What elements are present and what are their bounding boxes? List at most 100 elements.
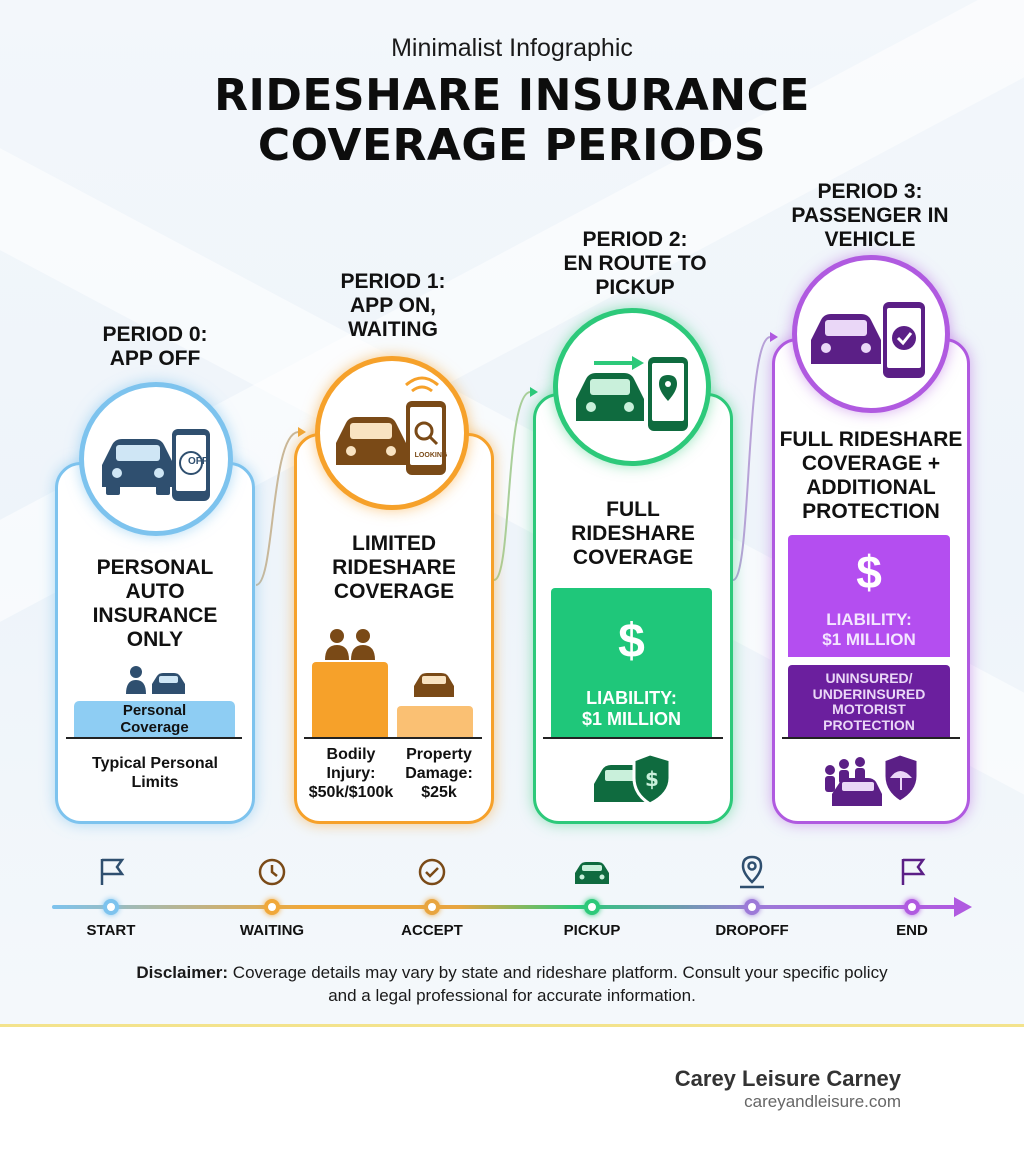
period1-coverage-line: RIDESHARE bbox=[332, 556, 456, 579]
period3-coverage-line: FULL RIDESHARE bbox=[779, 428, 963, 451]
page-title-line2: COVERAGE PERIODS bbox=[257, 120, 767, 171]
timeline-dot-end bbox=[904, 899, 920, 915]
timeline-dot-accept bbox=[424, 899, 440, 915]
period0-footer-line1: Typical Personal bbox=[92, 755, 218, 772]
passengers-car-umbrella-icon bbox=[825, 752, 920, 806]
period1-icon-circle: LOOKING bbox=[315, 356, 469, 510]
liability-box bbox=[551, 588, 712, 738]
period0-coverage-line: ONLY bbox=[126, 628, 184, 651]
property-damage-line: $25k bbox=[421, 784, 457, 801]
period1-coverage-line: COVERAGE bbox=[333, 580, 455, 603]
map-pin-icon bbox=[740, 855, 764, 889]
infographic-canvas: Minimalist Infographic RIDESHARE INSURAN… bbox=[0, 0, 1024, 1025]
period1-label-line2: APP ON, bbox=[350, 294, 436, 317]
period0-coverage-line: INSURANCE bbox=[92, 604, 218, 627]
period0-coverage-line: PERSONAL bbox=[96, 556, 214, 579]
timeline-label-end: END bbox=[896, 922, 928, 939]
period0-coverage-title: PERSONAL AUTO INSURANCE ONLY bbox=[60, 556, 250, 652]
property-damage-line: Damage: bbox=[405, 765, 473, 782]
car-phone-off-icon bbox=[102, 429, 210, 501]
car-phone-location-icon bbox=[576, 356, 688, 431]
period0-label-line1: PERIOD 0: bbox=[102, 323, 208, 346]
brand-name: Carey Leisure Carney bbox=[674, 1066, 901, 1091]
property-damage-bar bbox=[397, 706, 473, 738]
dollar-icon: $ bbox=[856, 546, 882, 598]
uninsured-motorist-text: UNINSURED/ UNDERINSURED MOTORIST PROTECT… bbox=[788, 670, 950, 733]
period3-coverage-line: PROTECTION bbox=[802, 500, 940, 523]
car-phone-looking-icon bbox=[336, 376, 446, 475]
timeline-track bbox=[52, 897, 972, 917]
period2-coverage-title: FULL RIDESHARE COVERAGE bbox=[540, 498, 726, 570]
bodily-injury-line: $50k/$100k bbox=[308, 784, 394, 801]
connector-arrows bbox=[255, 332, 778, 586]
period3-coverage-line: ADDITIONAL bbox=[806, 476, 936, 499]
period2-label-line3: PICKUP bbox=[595, 276, 675, 299]
period1-coverage-title: LIMITED RIDESHARE COVERAGE bbox=[300, 532, 488, 604]
period1-baseline bbox=[304, 737, 482, 739]
uninsured-line: PROTECTION bbox=[823, 716, 915, 733]
timeline-label-waiting: WAITING bbox=[239, 922, 305, 939]
svg-text:$: $ bbox=[645, 767, 659, 791]
car-icon bbox=[414, 673, 454, 697]
dollar-icon: $ bbox=[618, 615, 645, 668]
bodily-injury-line: Injury: bbox=[326, 765, 376, 782]
personal-coverage-label-line1: Personal bbox=[122, 702, 187, 719]
period3-coverage-line: COVERAGE + bbox=[801, 452, 941, 475]
people-icon bbox=[325, 629, 375, 660]
uninsured-motorist-box bbox=[788, 665, 950, 738]
person-car-icon bbox=[126, 666, 185, 694]
phone-off-text: OFF bbox=[188, 456, 208, 467]
period3-label-line2: PASSENGER IN bbox=[791, 204, 949, 227]
page-title-line1: RIDESHARE INSURANCE bbox=[214, 70, 810, 121]
liability-line2: $1 MILLION bbox=[822, 630, 916, 649]
timeline-label-dropoff: DROPOFF bbox=[715, 922, 789, 939]
timeline-dot-dropoff bbox=[744, 899, 760, 915]
period1-label-line3: WAITING bbox=[348, 318, 438, 341]
check-circle-icon bbox=[418, 858, 446, 886]
disclaimer-label: Disclaimer: bbox=[136, 963, 229, 982]
uninsured-line: UNDERINSURED bbox=[812, 685, 926, 702]
disclaimer-text: Coverage details may vary by state and r… bbox=[228, 963, 888, 1005]
bodily-injury-line: Bodily bbox=[326, 746, 376, 763]
period0-footer: Typical Personal Limits bbox=[70, 754, 240, 792]
timeline-dot-pickup bbox=[584, 899, 600, 915]
period2-coverage-line: COVERAGE bbox=[572, 546, 694, 569]
clock-icon bbox=[258, 858, 286, 886]
property-damage-label: Property Damage: $25k bbox=[396, 745, 482, 802]
period0-coverage-line: AUTO bbox=[125, 580, 185, 603]
period3-label-line1: PERIOD 3: bbox=[817, 180, 923, 203]
liability-box-period3 bbox=[788, 535, 950, 657]
liability-line1: LIABILITY: bbox=[826, 610, 912, 629]
period0-footer-line2: Limits bbox=[131, 774, 179, 791]
property-damage-line: Property bbox=[406, 746, 472, 763]
flag-icon bbox=[901, 858, 926, 885]
period0-label: PERIOD 0: APP OFF bbox=[55, 323, 255, 371]
period2-icon-circle bbox=[553, 308, 711, 466]
disclaimer: Disclaimer: Coverage details may vary by… bbox=[130, 961, 894, 1007]
footer-divider bbox=[0, 1024, 1024, 1027]
period3-baseline bbox=[782, 737, 960, 739]
period2-label-line1: PERIOD 2: bbox=[582, 228, 688, 251]
period2-label: PERIOD 2: EN ROUTE TO PICKUP bbox=[545, 228, 725, 300]
bodily-injury-label: Bodily Injury: $50k/$100k bbox=[300, 745, 402, 802]
timeline-dot-waiting bbox=[264, 899, 280, 915]
timeline-label-pickup: PICKUP bbox=[563, 922, 621, 939]
subtitle: Minimalist Infographic bbox=[391, 34, 633, 62]
timeline-label-accept: ACCEPT bbox=[401, 922, 463, 939]
period3-coverage-title: FULL RIDESHARE COVERAGE + ADDITIONAL PRO… bbox=[776, 428, 966, 524]
car-shield-dollar-icon: $ bbox=[594, 752, 672, 806]
uninsured-line: UNINSURED/ bbox=[825, 670, 913, 686]
liability-text: LIABILITY: $1 MILLION bbox=[551, 688, 712, 730]
liability-line1: LIABILITY: bbox=[586, 688, 677, 708]
period1-label-line1: PERIOD 1: bbox=[340, 270, 446, 293]
liability-text-period3: LIABILITY: $1 MILLION bbox=[788, 610, 950, 650]
period3-label-line3: VEHICLE bbox=[824, 228, 916, 251]
period2-baseline bbox=[543, 737, 723, 739]
bodily-injury-bar bbox=[312, 662, 388, 738]
timeline-label-start: START bbox=[86, 922, 136, 939]
timeline-dot-start bbox=[103, 899, 119, 915]
personal-coverage-bar bbox=[74, 701, 235, 737]
car-icon bbox=[575, 862, 609, 884]
brand-url[interactable]: careyandleisure.com bbox=[744, 1092, 901, 1111]
period3-label: PERIOD 3: PASSENGER IN VEHICLE bbox=[775, 180, 965, 252]
